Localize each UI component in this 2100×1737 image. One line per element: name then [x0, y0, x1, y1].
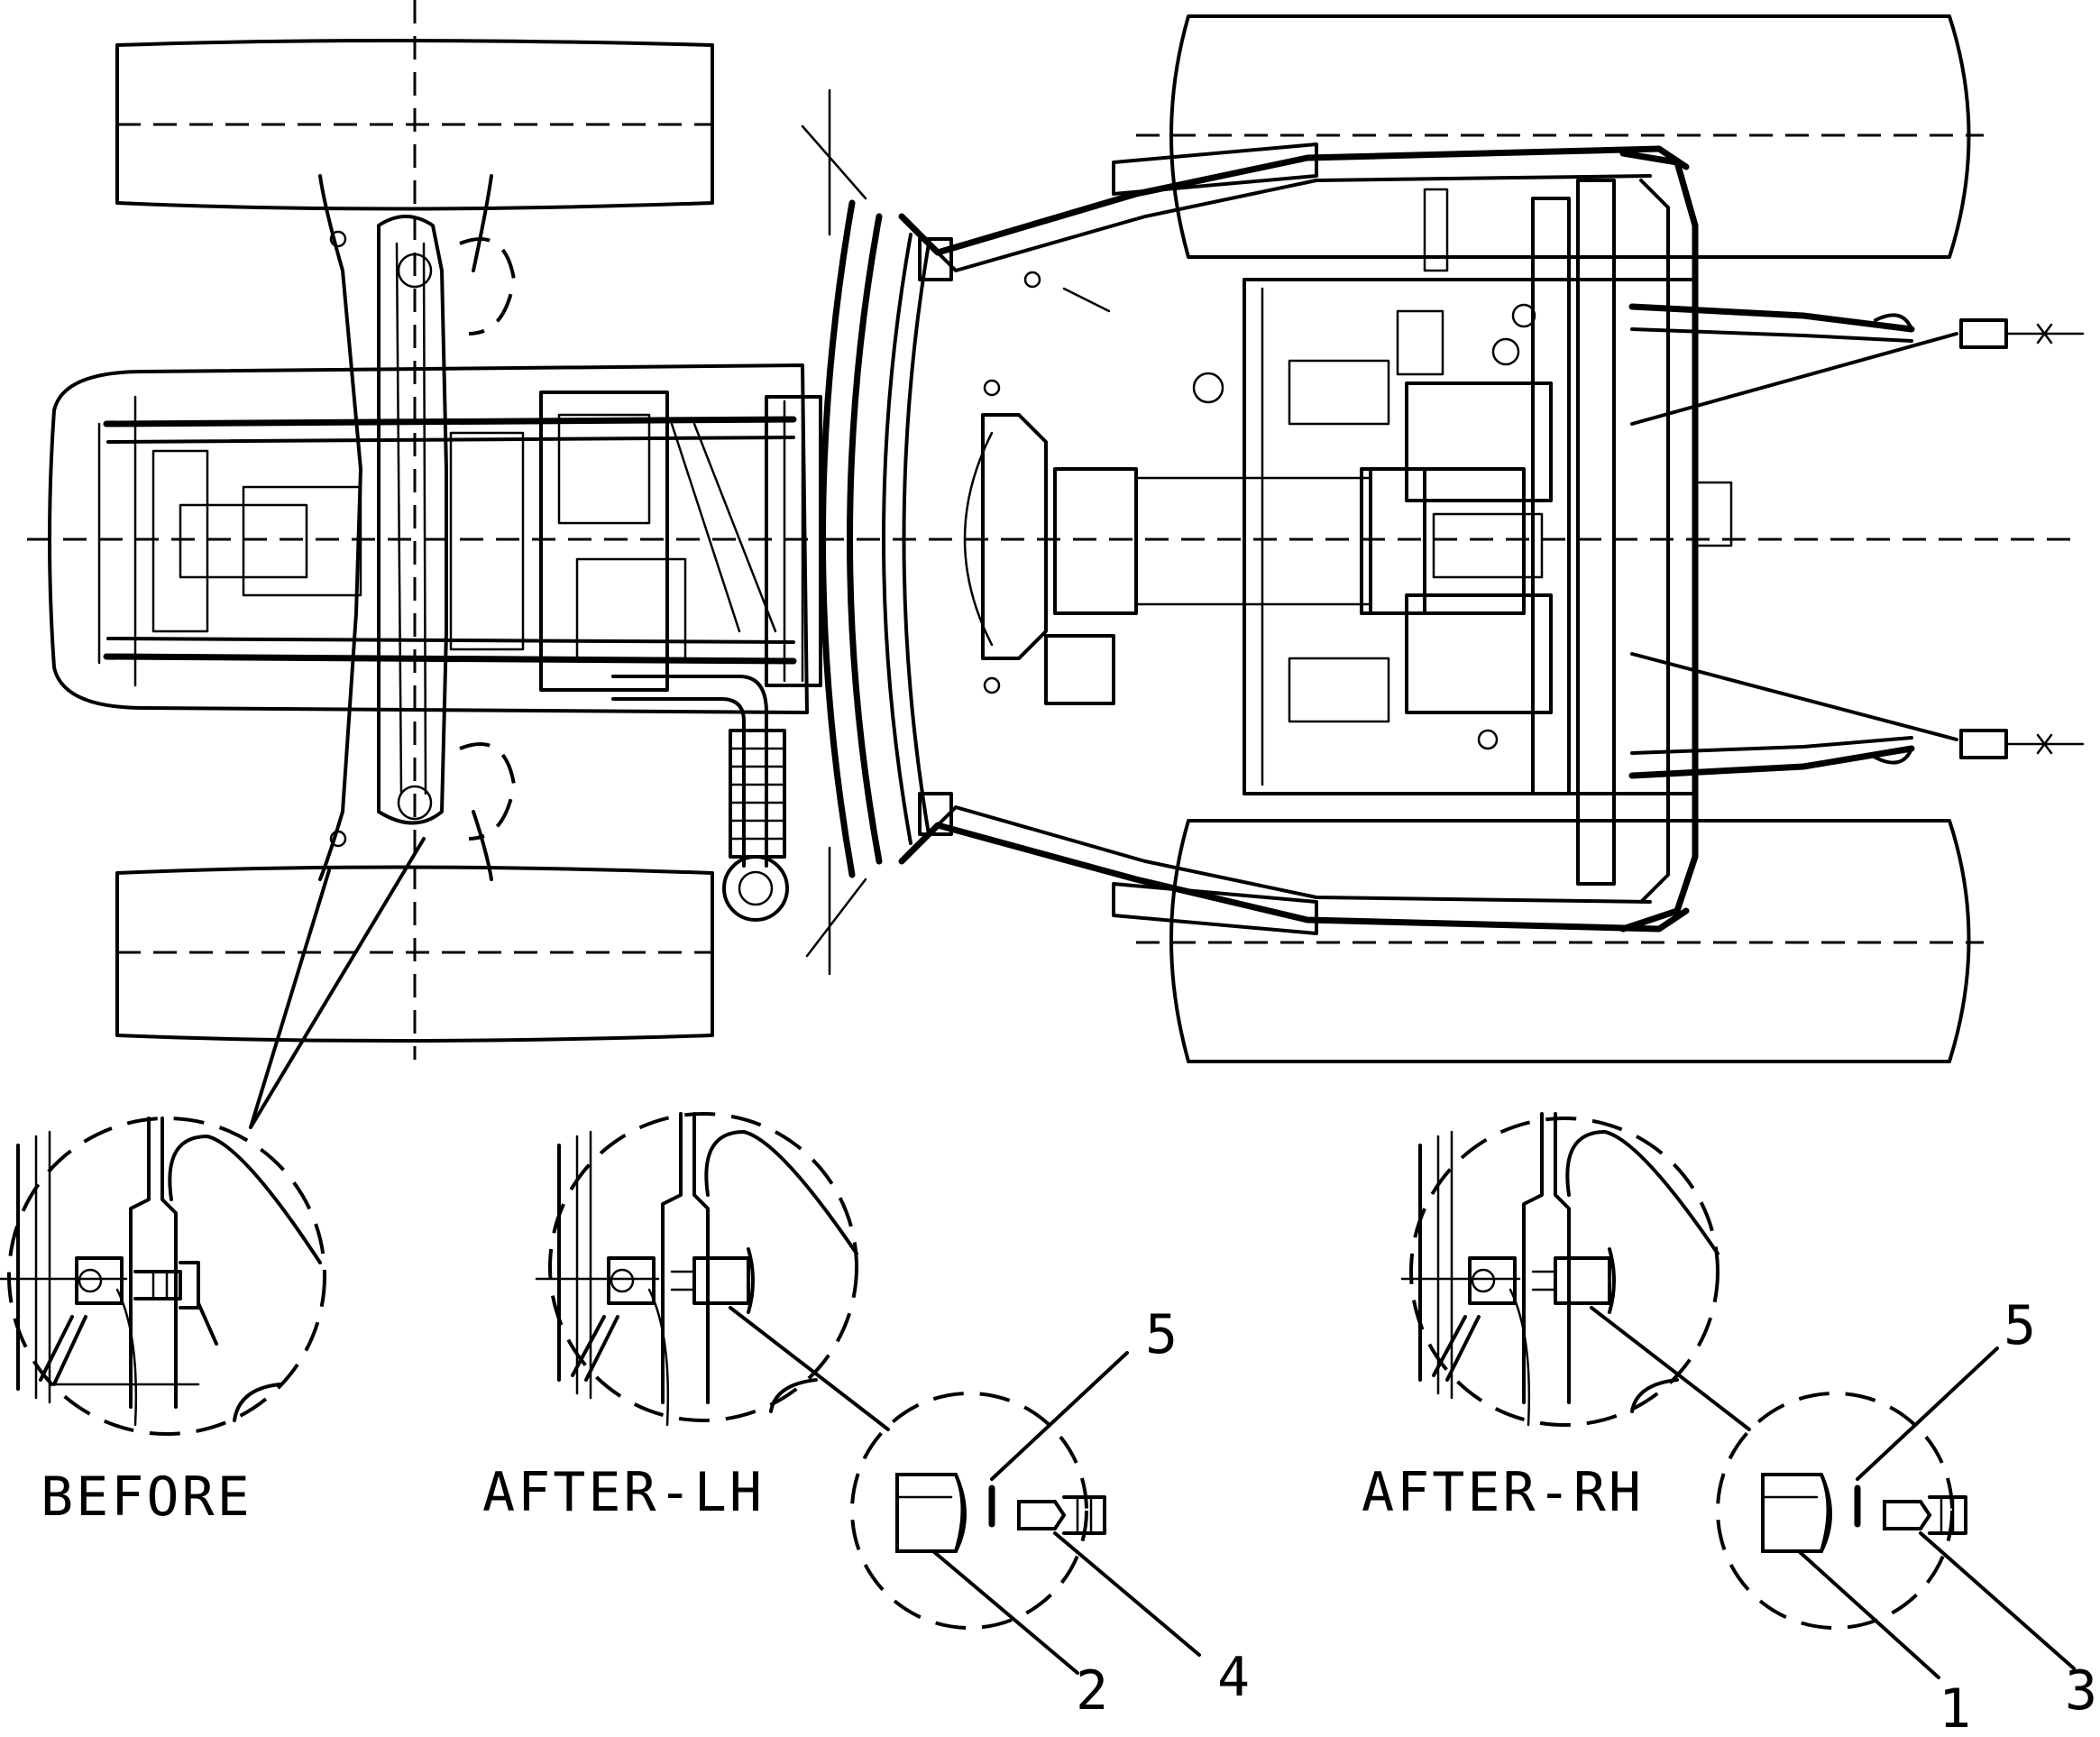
after-rh-label: AFTER-RH — [1362, 1461, 1644, 1524]
callout-lh-5: 5 — [1145, 1303, 1178, 1366]
callout-rh-5: 5 — [2004, 1294, 2036, 1357]
front-axle-assembly — [318, 174, 517, 881]
detail-after-lh: AFTER-LH 5 2 4 — [482, 1112, 1250, 1723]
before-label: BEFORE — [41, 1466, 252, 1529]
tractor-top-view — [27, 0, 2085, 1063]
rear-chassis — [1243, 150, 1699, 933]
detail-before: BEFORE — [0, 1117, 326, 1529]
rear-left-tyre — [1136, 14, 1984, 259]
callout-rh-3: 3 — [2065, 1659, 2097, 1723]
rear-right-tyre — [1136, 819, 1984, 1063]
after-lh-label: AFTER-LH — [482, 1461, 765, 1524]
exhaust-pipe — [611, 675, 789, 922]
hitch-lower-links — [1628, 303, 2085, 779]
callout-rh-1: 1 — [1939, 1677, 1971, 1737]
callout-lh-2: 2 — [1076, 1659, 1108, 1723]
hood-outline — [48, 363, 822, 714]
frame-rails — [898, 142, 1690, 935]
cross-member — [801, 88, 931, 976]
callout-lh-4: 4 — [1217, 1646, 1250, 1709]
detail-after-rh: AFTER-RH 5 1 3 — [1362, 1112, 2097, 1737]
detail-leaders — [249, 837, 426, 1129]
drivetrain — [963, 271, 1426, 705]
